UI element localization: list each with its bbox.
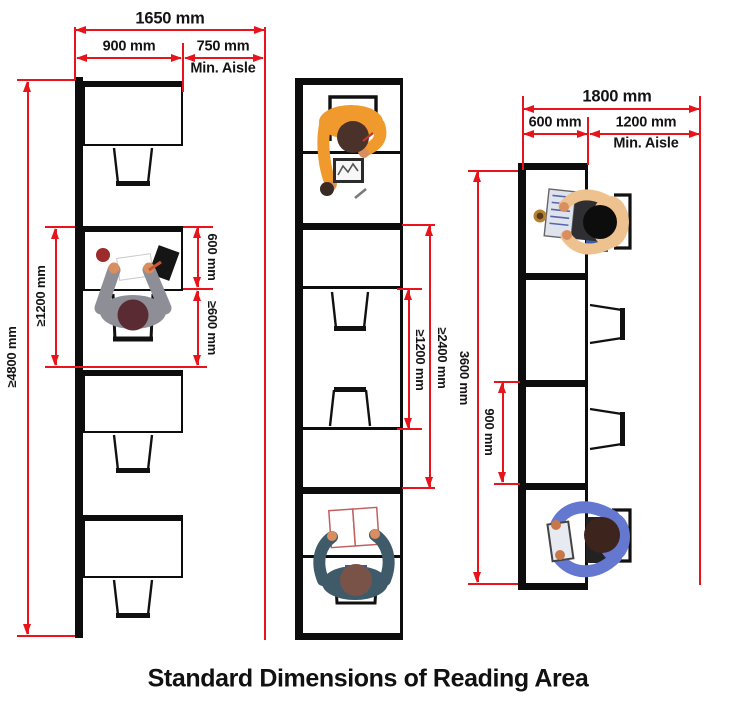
chair-icon [330, 291, 370, 331]
dim-extension-line [699, 96, 702, 585]
dim-line-right-desk-width [523, 129, 588, 138]
right-partition-3 [526, 483, 588, 490]
dim-extension-line [264, 27, 267, 640]
dim-extension-line [17, 635, 75, 638]
dim-label-left-desk-depth: 600 mm [204, 233, 220, 281]
dim-line-right-total [523, 104, 700, 113]
dim-extension-line [183, 288, 213, 291]
dim-label-middle-pair-depth: ≥2400 mm [434, 327, 450, 389]
left-desk-3 [83, 370, 183, 433]
dim-extension-line [402, 224, 435, 227]
dim-label-left-desk-width: 900 mm [102, 38, 156, 55]
person-tablet-top-view [546, 501, 632, 578]
middle-partition-2 [303, 487, 403, 494]
dim-line-left-desk-width [76, 53, 182, 62]
dim-extension-line [494, 381, 520, 384]
middle-desk-edge-3 [303, 427, 400, 430]
person-laptop-top-view [317, 95, 387, 200]
dim-line-left-chair-clearance [193, 290, 202, 366]
dim-label-left-total: 1650 mm [135, 9, 205, 28]
middle-bottom-edge [295, 633, 403, 640]
dim-label-right-aisle-note: Min. Aisle [613, 135, 679, 152]
dim-extension-line [397, 428, 422, 431]
diagram-title: Standard Dimensions of Reading Area [147, 664, 589, 693]
dim-label-right-desk-width: 600 mm [528, 114, 582, 131]
right-bottom-edge [518, 583, 588, 590]
dim-label-left-run: ≥4800 mm [4, 326, 20, 388]
right-partition-2 [526, 380, 588, 387]
dim-extension-line [468, 583, 518, 586]
dim-line-left-total [75, 25, 265, 34]
dim-extension-line [45, 366, 207, 369]
dim-line-left-bay [51, 228, 60, 366]
right-wall [518, 163, 526, 590]
left-desk-4 [83, 515, 183, 578]
chair-icon [112, 147, 154, 186]
left-desk-1 [83, 81, 183, 146]
left-wall [75, 77, 83, 638]
chair-icon [589, 407, 625, 451]
dim-extension-line [402, 487, 435, 490]
person-laptop-top-view [533, 188, 632, 255]
dim-extension-line [494, 483, 520, 486]
dim-line-left-run [23, 81, 32, 635]
dim-label-middle-chair-gap: ≥1200 mm [412, 329, 428, 391]
dim-label-left-bay: ≥1200 mm [33, 265, 49, 327]
dim-extension-line [74, 27, 77, 80]
person-reading-book-top-view [313, 506, 395, 605]
right-partition-1 [526, 273, 588, 280]
middle-top-edge [295, 78, 403, 85]
chair-icon [112, 434, 154, 473]
dim-extension-line [587, 117, 590, 165]
person-writing-top-view [94, 245, 180, 342]
dim-extension-line [182, 43, 185, 92]
middle-right-edge [400, 85, 403, 633]
dim-line-right-run [473, 171, 482, 583]
right-desk-edge [585, 170, 588, 583]
dim-label-right-bay: 900 mm [481, 408, 497, 456]
middle-desk-edge-2 [303, 286, 400, 289]
dim-label-right-run: 3600 mm [456, 350, 472, 406]
dim-line-middle-pair-depth [425, 225, 434, 488]
dim-label-left-aisle-note: Min. Aisle [190, 60, 256, 77]
dim-label-right-aisle: 1200 mm [615, 114, 677, 131]
dim-label-right-total: 1800 mm [582, 87, 652, 106]
dim-label-left-chair-clearance: ≥600 mm [204, 300, 220, 356]
dim-line-middle-chair-gap [404, 289, 413, 429]
dim-line-right-bay [498, 382, 507, 483]
middle-wall [295, 78, 303, 640]
chair-icon [589, 303, 625, 345]
dim-extension-line [17, 79, 75, 82]
chair-icon [112, 579, 154, 618]
dim-extension-line [45, 226, 75, 229]
dim-extension-line [468, 170, 518, 173]
dim-label-left-aisle: 750 mm [196, 38, 250, 55]
middle-desk-edge-4 [303, 555, 400, 558]
dim-line-left-desk-depth [193, 227, 202, 288]
right-top-edge [518, 163, 588, 170]
dim-line-right-aisle [589, 129, 700, 138]
dim-line-left-aisle [184, 53, 264, 62]
chair-icon [328, 387, 372, 427]
middle-partition-1 [303, 223, 403, 230]
